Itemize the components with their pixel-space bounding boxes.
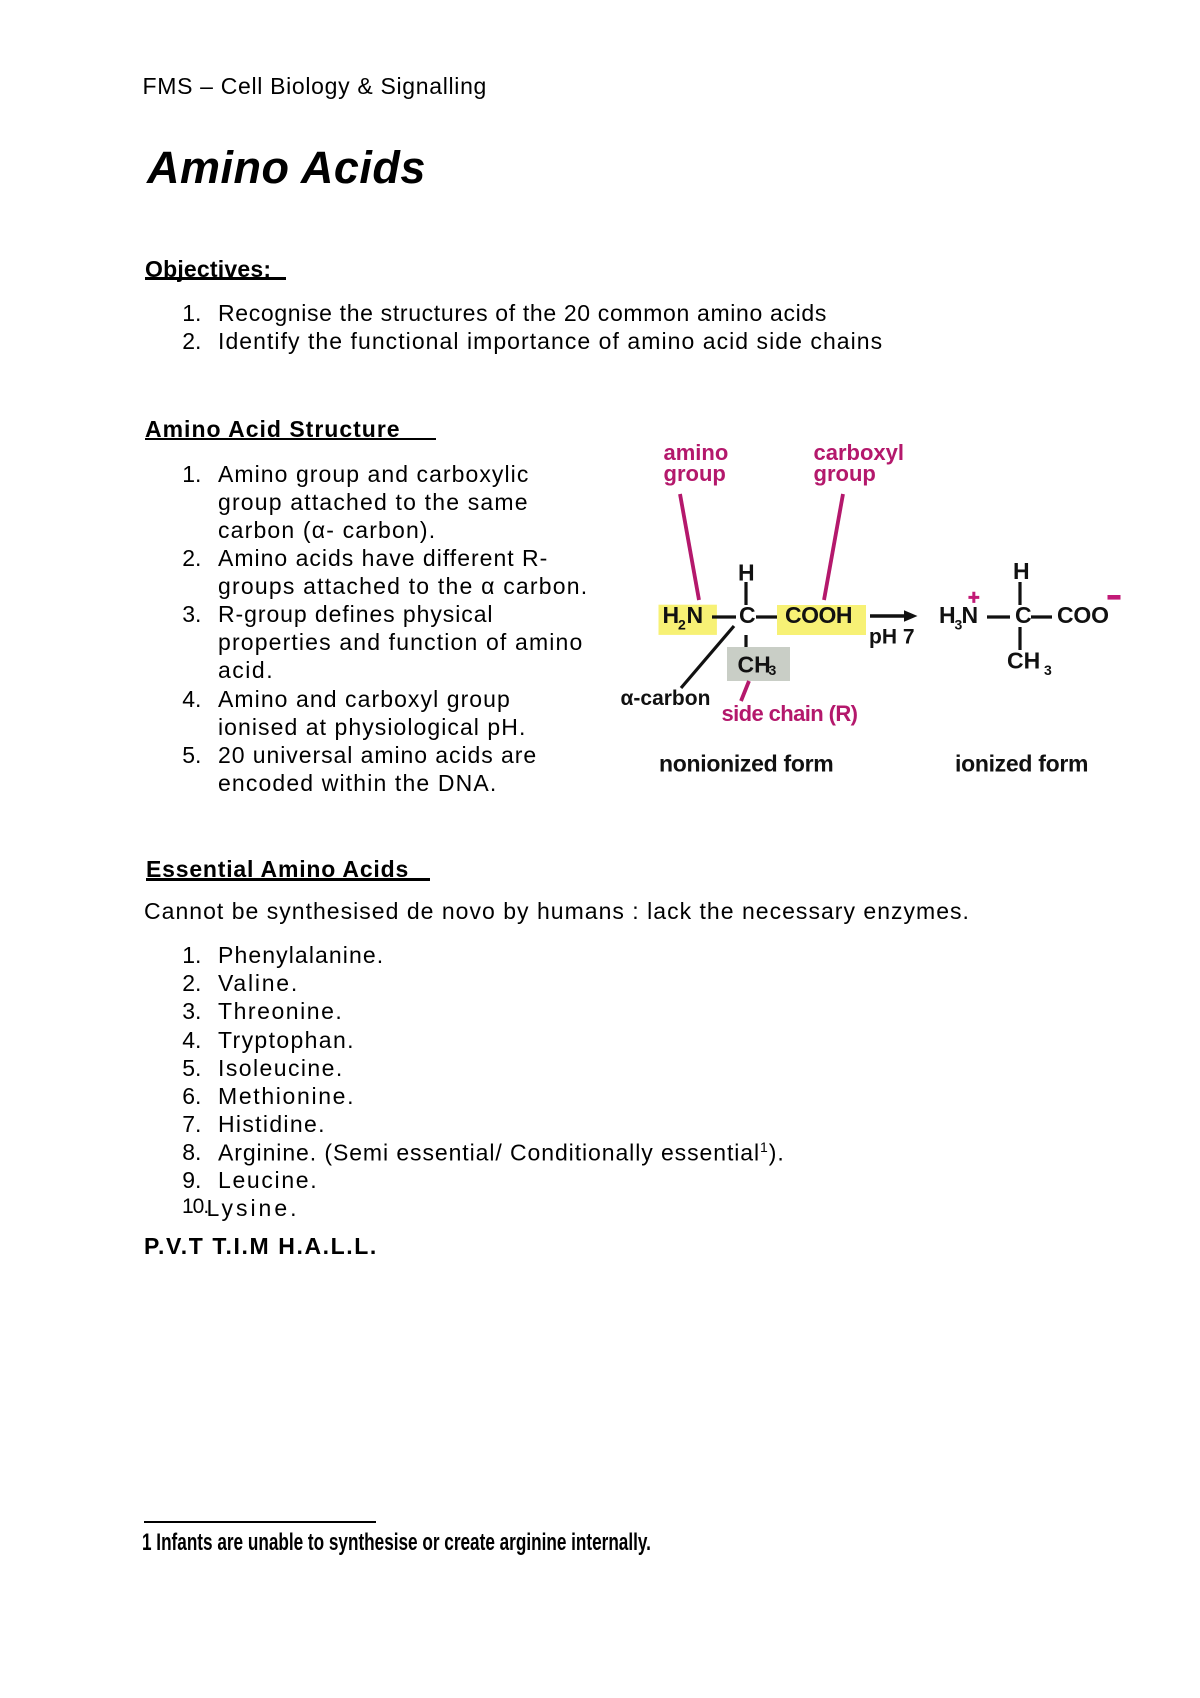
svg-text:COO: COO xyxy=(1057,602,1109,628)
svg-text:H: H xyxy=(663,602,680,628)
svg-text:CH: CH xyxy=(738,652,771,678)
svg-text:+: + xyxy=(968,587,980,609)
svg-text:C: C xyxy=(1015,602,1032,628)
svg-text:amino: amino xyxy=(664,440,729,465)
svg-text:nonionized form: nonionized form xyxy=(659,751,833,777)
svg-text:group: group xyxy=(814,461,876,486)
svg-text:group: group xyxy=(664,461,726,486)
svg-text:ionized form: ionized form xyxy=(955,751,1088,777)
svg-text:H: H xyxy=(738,560,755,586)
svg-text:H: H xyxy=(1013,558,1030,584)
svg-text:C: C xyxy=(739,602,756,628)
svg-text:3: 3 xyxy=(955,617,963,633)
svg-text:COOH: COOH xyxy=(785,602,852,628)
svg-text:3: 3 xyxy=(1044,662,1052,678)
svg-text:side chain (R): side chain (R) xyxy=(722,701,858,726)
svg-text:2: 2 xyxy=(678,617,686,633)
svg-text:N: N xyxy=(687,602,704,628)
svg-text:N: N xyxy=(962,602,979,628)
svg-text:CH: CH xyxy=(1007,648,1040,674)
svg-text:carboxyl: carboxyl xyxy=(814,440,905,465)
svg-text:H: H xyxy=(939,602,956,628)
svg-text:pH 7: pH 7 xyxy=(869,626,915,649)
svg-text:α-carbon: α-carbon xyxy=(621,687,711,710)
svg-text:3: 3 xyxy=(769,662,777,678)
